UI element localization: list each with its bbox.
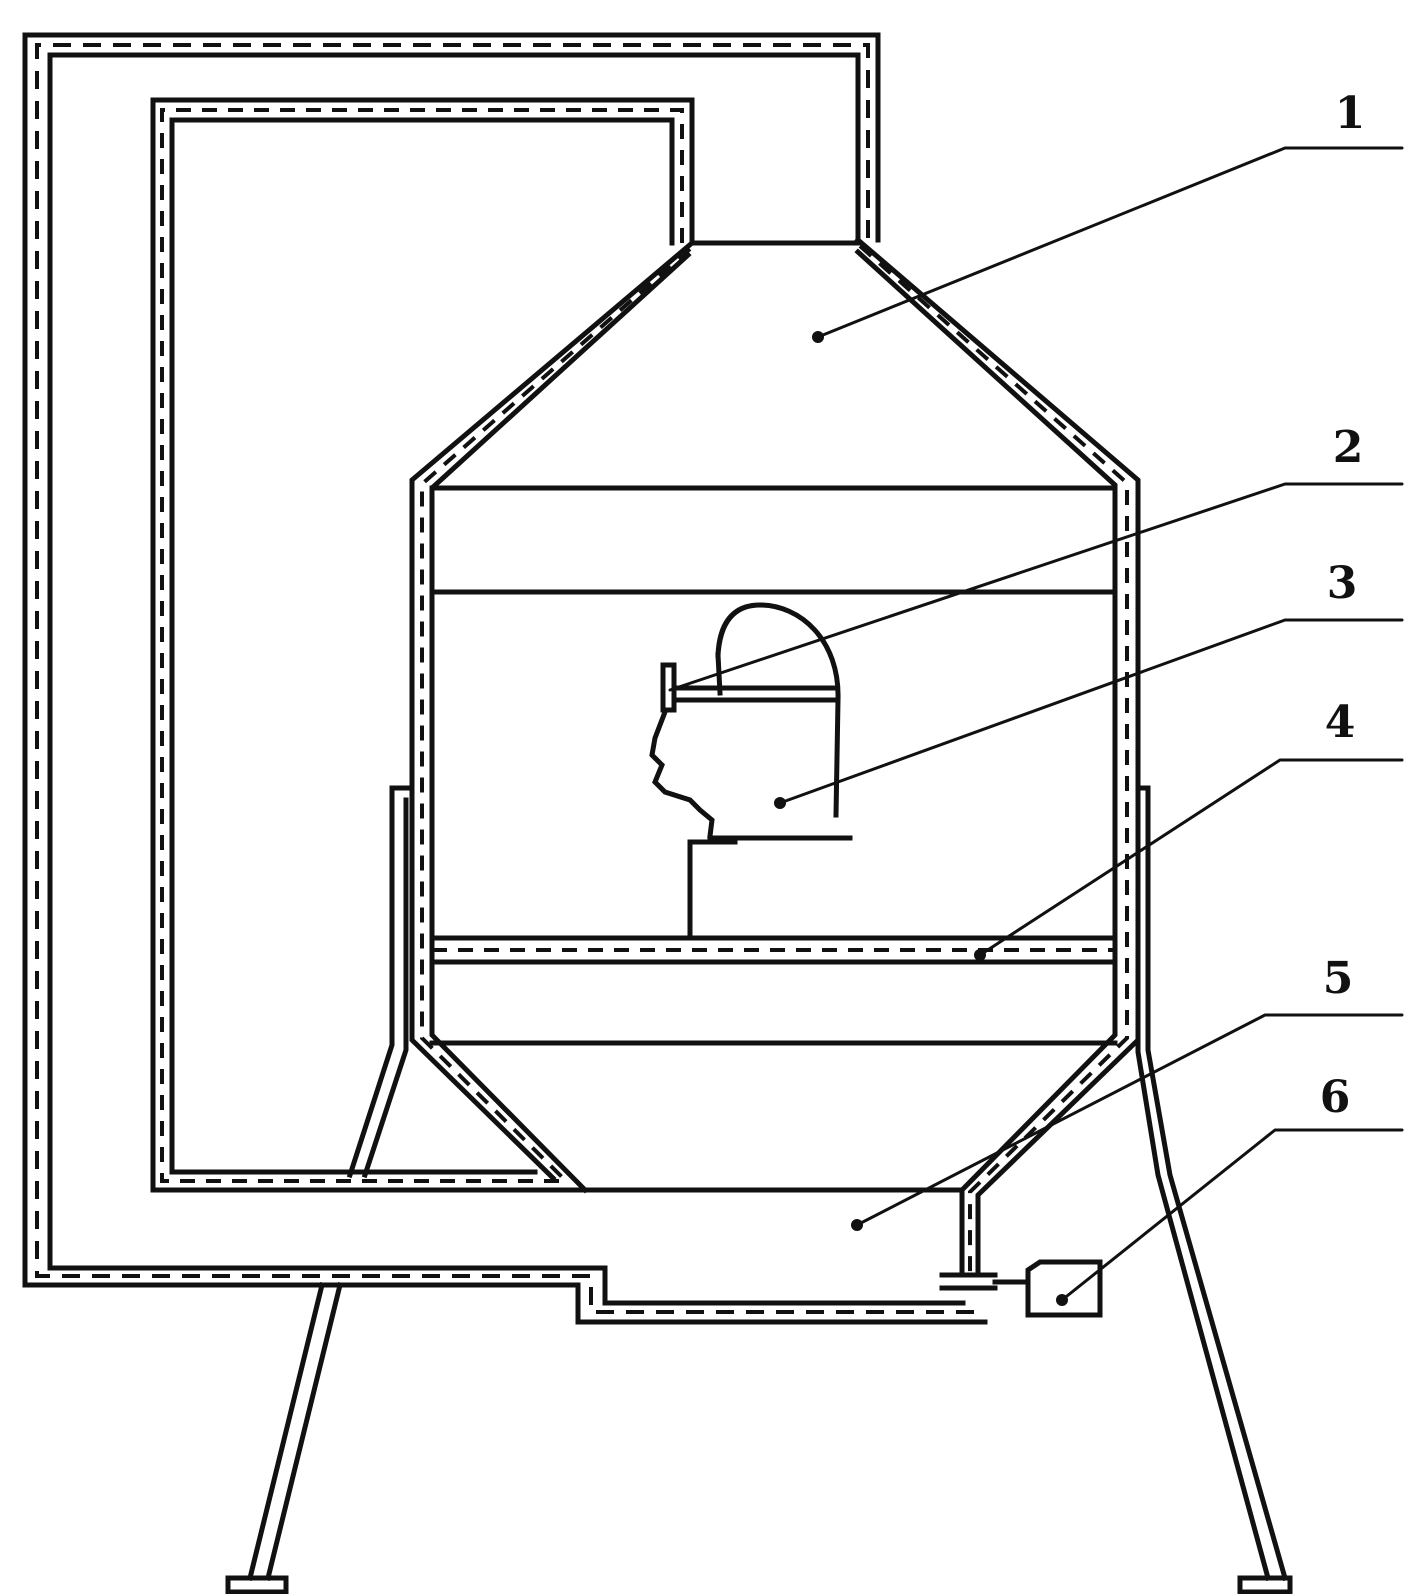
leader-line-3 bbox=[778, 618, 1404, 805]
callout-label-2: 2 bbox=[1333, 422, 1364, 473]
leader-line-1 bbox=[816, 146, 1404, 339]
left-support-leg bbox=[225, 785, 415, 1594]
leader-line-6 bbox=[1060, 1128, 1404, 1302]
callout-2: 2 bbox=[668, 422, 1404, 692]
leader-line-4 bbox=[978, 758, 1404, 957]
callout-1: 1 bbox=[812, 88, 1404, 343]
test-chamber-vessel bbox=[409, 236, 1141, 1278]
callout-label-3: 3 bbox=[1327, 558, 1358, 609]
callout-6: 6 bbox=[1056, 1072, 1404, 1306]
callout-label-1: 1 bbox=[1335, 88, 1366, 139]
leader-line-5 bbox=[855, 1013, 1404, 1227]
eyewear-goggles bbox=[660, 662, 839, 713]
right-support-leg bbox=[1135, 785, 1293, 1594]
callout-5: 5 bbox=[851, 953, 1404, 1231]
callout-4: 4 bbox=[974, 697, 1404, 961]
callout-label-5: 5 bbox=[1323, 953, 1354, 1004]
outer-return-duct bbox=[22, 32, 988, 1325]
inner-return-duct bbox=[150, 97, 695, 1193]
head-mannequin bbox=[649, 602, 853, 941]
callout-3: 3 bbox=[774, 558, 1404, 809]
leader-line-2 bbox=[668, 482, 1404, 692]
callout-label-4: 4 bbox=[1325, 697, 1356, 748]
fan-unit bbox=[939, 1259, 1103, 1318]
callout-label-6: 6 bbox=[1320, 1072, 1351, 1123]
